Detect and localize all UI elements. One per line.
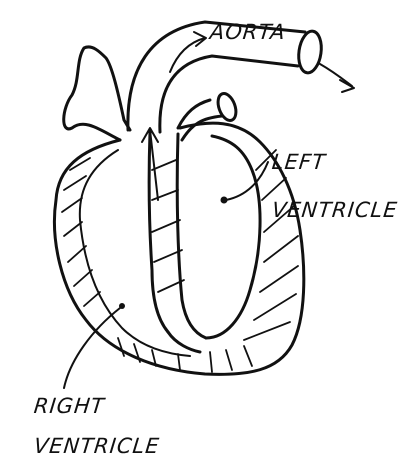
leader-left-ventricle <box>221 162 269 204</box>
pulmonary-vessel <box>178 91 239 140</box>
left-ventricle-label-line2: VENTRICLE <box>271 198 399 222</box>
left-ventricle-label-line1: LEFT <box>271 150 327 174</box>
aorta-label: AORTA <box>209 20 287 44</box>
right-ventricle-label-line2: VENTRICLE <box>33 434 161 458</box>
right-ventricle-label-line1: RIGHT <box>33 394 106 418</box>
aorta-flow-arrow <box>170 32 206 72</box>
exit-arrow <box>320 64 354 92</box>
atrium <box>64 47 130 140</box>
